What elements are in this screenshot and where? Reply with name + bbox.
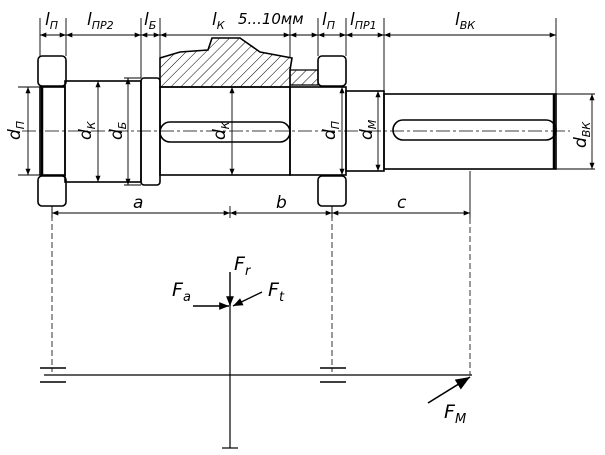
label-l-pr1: lПР1 xyxy=(350,10,377,32)
label-f-m: FM xyxy=(444,401,466,427)
force-ft-arrow xyxy=(232,291,263,307)
gear-wheel-section xyxy=(159,37,319,88)
label-b: b xyxy=(276,193,287,213)
diameter-dimensions xyxy=(18,77,595,186)
label-l-vk: lВК xyxy=(455,10,476,32)
keyway-gear xyxy=(159,121,291,143)
label-d-k-mid: dК xyxy=(210,120,232,140)
collar-section xyxy=(140,77,161,186)
top-dimensions xyxy=(39,18,557,94)
label-f-a: Fa xyxy=(172,279,191,305)
label-d-vk: dВК xyxy=(571,121,593,148)
label-d-p-left: dП xyxy=(5,121,27,140)
label-d-b: dБ xyxy=(107,122,129,140)
left-bearing-bottom xyxy=(37,175,67,207)
label-d-k-left: dК xyxy=(76,120,98,140)
label-l-p-right: lП xyxy=(322,10,335,32)
label-l-k: lК xyxy=(212,10,226,32)
output-end-section xyxy=(383,93,557,170)
label-f-r: Fr xyxy=(234,253,252,279)
left-bearing-top xyxy=(37,55,67,87)
label-l-b: lБ xyxy=(144,10,156,32)
label-d-p-right: dП xyxy=(320,121,342,140)
label-d-m: dМ xyxy=(357,119,379,140)
label-c: c xyxy=(397,193,407,213)
label-l-pr2: lПР2 xyxy=(87,10,114,32)
top-labels: lП lПР2 lБ lК 5...10мм lП lПР1 lВК xyxy=(45,10,476,32)
keyway-output xyxy=(392,119,557,141)
right-bearing-top xyxy=(317,55,347,87)
span-dimensions xyxy=(51,171,471,218)
label-f-t: Ft xyxy=(268,279,285,305)
diameter-labels: dП dК dБ dК dП dМ dВК xyxy=(5,119,593,148)
label-l-p-left: lП xyxy=(45,10,58,32)
label-gap: 5...10мм xyxy=(238,10,304,28)
loading-scheme xyxy=(40,206,472,449)
label-a: a xyxy=(133,193,143,213)
force-fm-arrow xyxy=(427,376,471,404)
right-bearing-bottom xyxy=(317,175,347,207)
